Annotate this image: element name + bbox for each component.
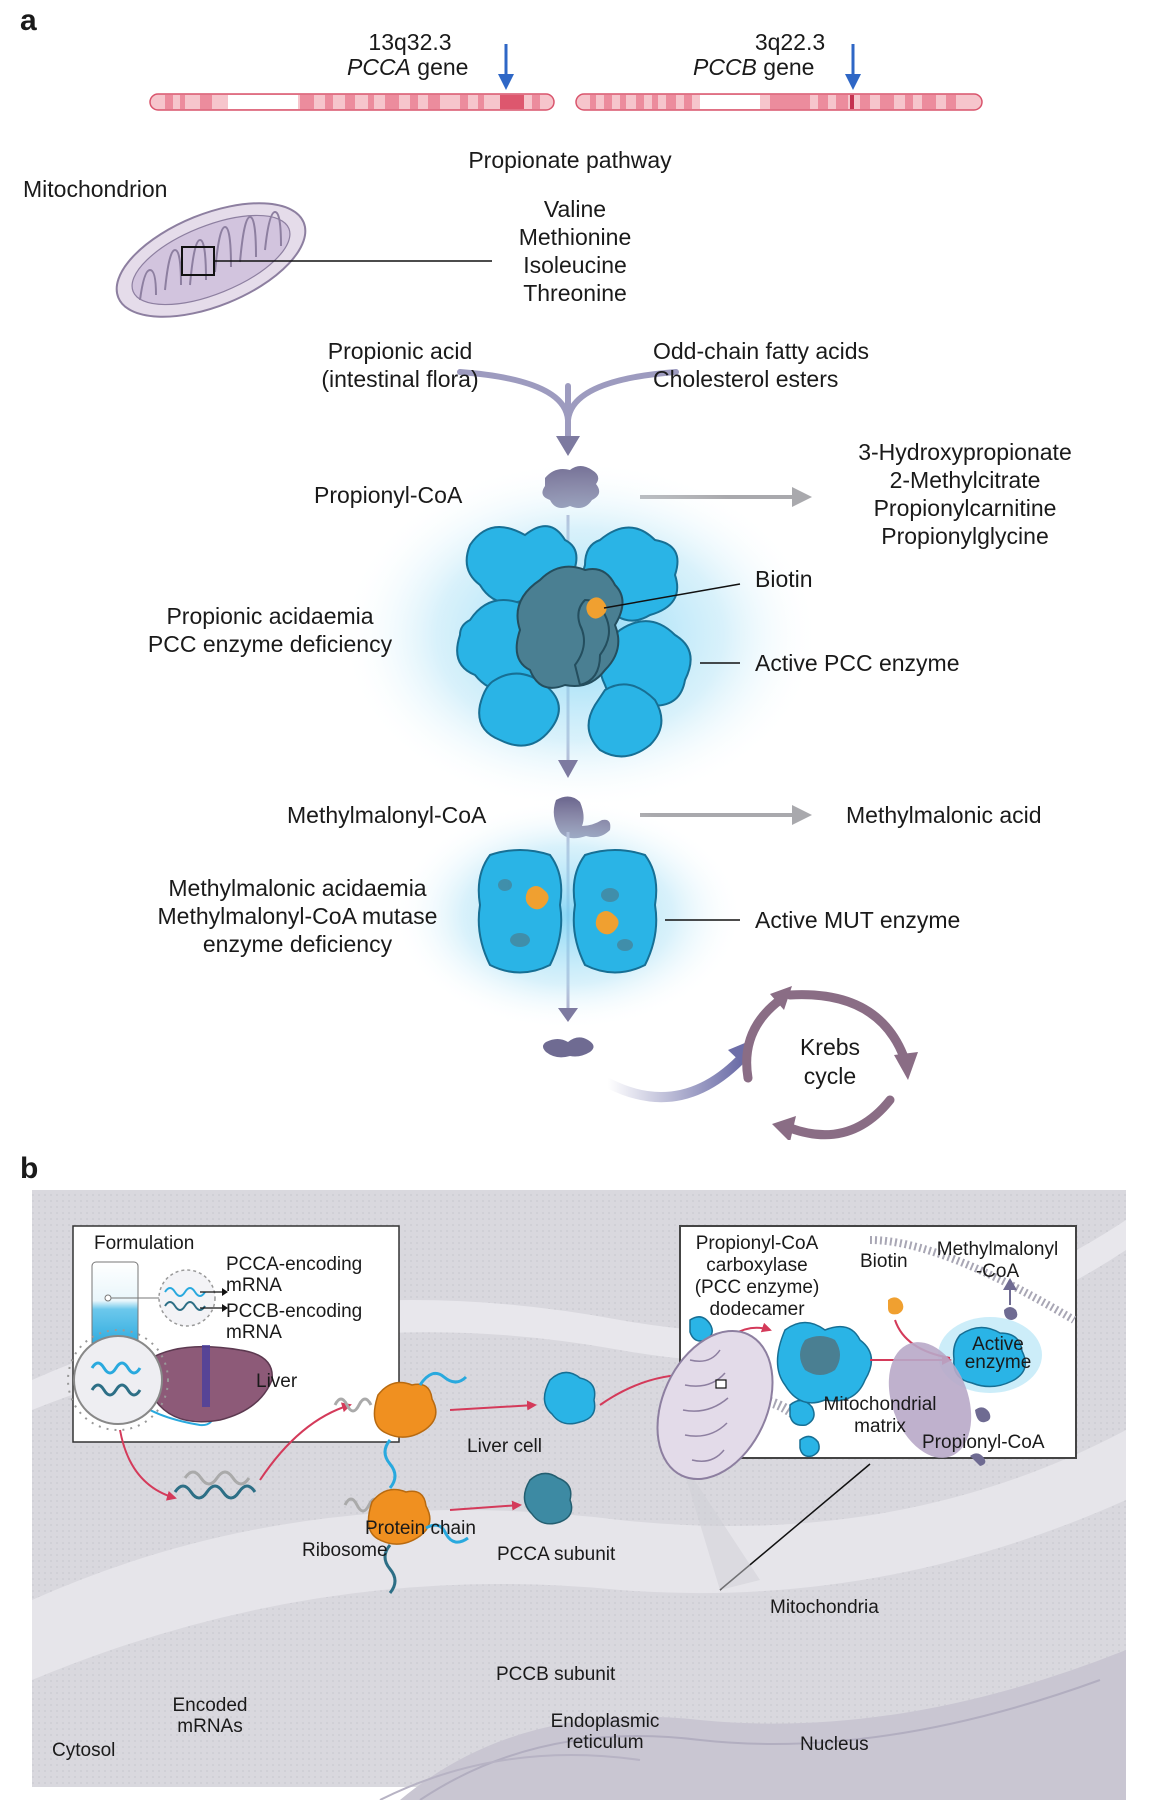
inset-methylmalonyl-2: -CoA: [975, 1261, 1020, 1282]
amino-acid-valine: Valine: [543, 196, 607, 222]
ribosome-label: Ribosome: [302, 1540, 388, 1561]
methylmalonic-acid-label: Methylmalonic acid: [846, 802, 1042, 828]
cytosol-label: Cytosol: [52, 1740, 116, 1761]
protein-chain-label: Protein chain: [365, 1518, 476, 1539]
mut-enzyme: [393, 800, 743, 1030]
byproduct-2-methylcitrate: 2-Methylcitrate: [889, 467, 1041, 493]
pcca-mrna-label-1: PCCA-encoding: [226, 1254, 363, 1275]
inset-matrix-1: Mitochondrial: [823, 1394, 937, 1415]
panel-a-graphics: [115, 44, 983, 1140]
active-mut-label: Active MUT enzyme: [755, 907, 961, 933]
arrow-to-methylmalonyl: [558, 760, 578, 778]
methylmalonyl-coa-label: Methylmalonyl-CoA: [287, 802, 487, 828]
cycle-label: cycle: [803, 1063, 857, 1089]
cholesterol-esters-label: Cholesterol esters: [653, 366, 839, 392]
byproduct-propionylcarnitine: Propionylcarnitine: [873, 495, 1057, 521]
arrow-to-pcca-subunit: [449, 1400, 537, 1411]
er-label-1: Endoplasmic: [550, 1711, 660, 1732]
pccb-mrna-label-1: PCCB-encoding: [226, 1301, 363, 1322]
mitochondria-label: Mitochondria: [770, 1597, 879, 1618]
lipid-nanoparticle: [67, 1329, 169, 1431]
intestinal-flora-label: (intestinal flora): [321, 366, 479, 392]
pccb-subunit: [523, 1472, 573, 1525]
inset-matrix-2: matrix: [854, 1416, 906, 1437]
inset-methylmalonyl-1: Methylmalonyl: [936, 1239, 1059, 1260]
inset-pcc-label-1: Propionyl-CoA: [695, 1233, 819, 1254]
formulation-title: Formulation: [94, 1233, 195, 1254]
inset-biotin-label: Biotin: [860, 1251, 908, 1272]
liver-label: Liver: [256, 1371, 298, 1392]
enzyme-deficiency-label: enzyme deficiency: [202, 931, 393, 957]
er-label-2: reticulum: [566, 1732, 644, 1753]
inset-active-2: enzyme: [964, 1352, 1032, 1373]
pcca-subunit-label: PCCA subunit: [497, 1544, 616, 1565]
pcca-locus: 13q32.3: [368, 29, 452, 55]
methylmalonic-acidaemia-label: Methylmalonic acidaemia: [168, 875, 427, 901]
propionic-acidaemia-label: Propionic acidaemia: [166, 603, 374, 629]
mut-label: Methylmalonyl-CoA mutase: [157, 903, 438, 929]
encoded-mrnas: [173, 1470, 257, 1500]
propionic-acid-label: Propionic acid: [327, 338, 473, 364]
arrow-mrna-to-ribosome: [259, 1402, 352, 1481]
inset-pcc-label-3: (PCC enzyme): [694, 1277, 820, 1298]
krebs-label: Krebs: [799, 1034, 861, 1060]
inset-propionyl-coa: Propionyl-CoA: [922, 1432, 1045, 1453]
panel-a-letter: a: [20, 4, 37, 37]
nucleus-label: Nucleus: [800, 1734, 869, 1755]
byproduct-3-hydroxypropionate: 3-Hydroxypropionate: [858, 439, 1072, 465]
liver-cell-label: Liver cell: [467, 1436, 542, 1457]
krebs-cycle: [603, 986, 918, 1140]
pathway-title: Propionate pathway: [468, 147, 672, 173]
pccb-mrna-label-2: mRNA: [226, 1322, 282, 1343]
ribosomes: [333, 1371, 469, 1594]
mitochondrion-label: Mitochondrion: [23, 176, 168, 202]
arrow-to-pccb-subunit: [449, 1500, 522, 1511]
arrow-to-propionyl: [556, 436, 580, 456]
pcca-subunit: [543, 1371, 596, 1425]
gene-locus-arrows: [498, 44, 861, 90]
encoded-mrnas-label-1: Encoded: [172, 1695, 248, 1716]
amino-acid-methionine: Methionine: [518, 224, 632, 250]
pcca-gene-label: PCCA gene: [347, 54, 469, 80]
active-pcc-label: Active PCC enzyme: [755, 650, 960, 676]
pccb-gene-label: PCCB gene: [693, 54, 815, 80]
pccb-locus: 3q22.3: [754, 29, 826, 55]
pccb-subunit-label: PCCB subunit: [496, 1664, 616, 1685]
arrow-to-succinyl: [558, 1008, 578, 1022]
amino-acid-isoleucine: Isoleucine: [523, 252, 627, 278]
byproduct-propionylglycine: Propionylglycine: [881, 523, 1049, 549]
chromosome-13: [149, 93, 555, 111]
pcca-mrna-label-2: mRNA: [226, 1275, 282, 1296]
mitochondria-illustration: [656, 1329, 972, 1481]
encoded-mrnas-label-2: mRNAs: [177, 1716, 243, 1737]
chromosome-3: [575, 93, 983, 111]
pcc-enzyme: [340, 460, 820, 810]
inset-pcc-label-2: carboxylase: [706, 1255, 808, 1276]
panel-b-graphics: [32, 1190, 1126, 1800]
panel-b-letter: b: [20, 1152, 39, 1185]
pcc-deficiency-label: PCC enzyme deficiency: [147, 631, 393, 657]
mitochondrion-illustration: [115, 202, 492, 318]
amino-acid-threonine: Threonine: [523, 280, 627, 306]
inset-pcc-label-4: dodecamer: [709, 1299, 805, 1320]
inset-active-1: Active: [972, 1334, 1024, 1355]
converging-arrows: [457, 369, 679, 443]
odd-chain-fatty-acids-label: Odd-chain fatty acids: [653, 338, 870, 364]
arrow-lnp-to-mrna: [119, 1429, 177, 1501]
biotin-label-a: Biotin: [755, 566, 813, 592]
propionyl-coa-label: Propionyl-CoA: [314, 482, 463, 508]
endoplasmic-reticulum: [32, 1220, 1126, 1800]
succinyl-coa-molecule: [543, 1037, 594, 1058]
